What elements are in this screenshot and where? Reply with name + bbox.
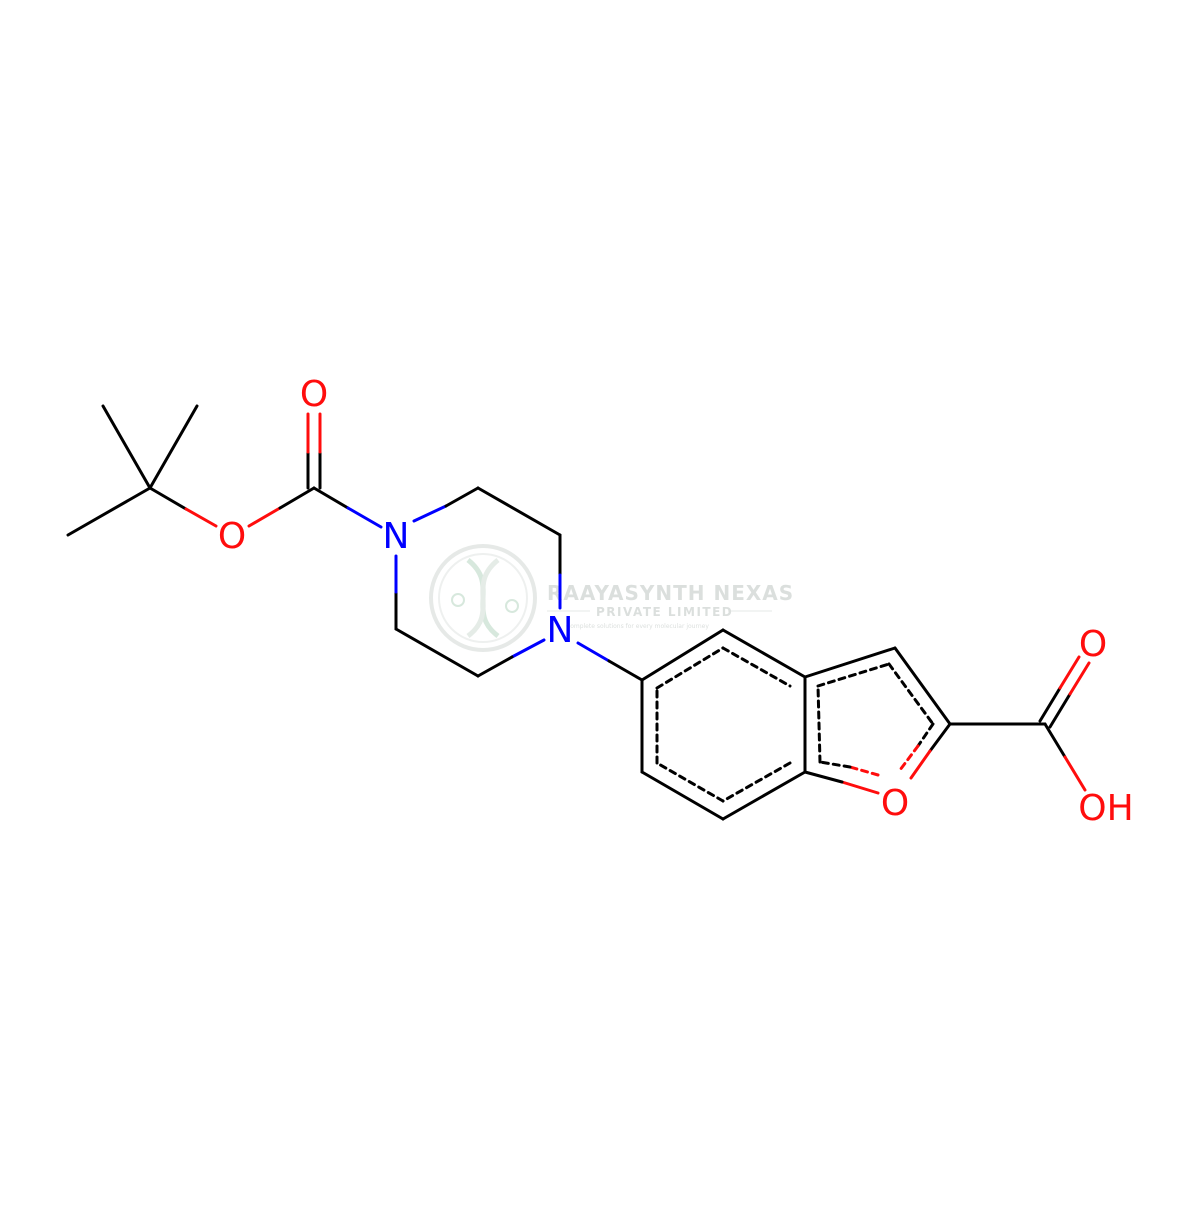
bond-fur-c3a-c3	[803, 646, 897, 679]
atom-o-ester-boc: O	[218, 516, 246, 557]
atom-labels: O O N N O O OH	[218, 374, 1134, 829]
bond-fur-arom-4-red	[848, 765, 880, 777]
bond-pip-n4-c5-black	[476, 655, 514, 678]
bond-fur-arom-5	[816, 684, 822, 764]
watermark: RAAYASYNTH NEXAS PRIVATE LIMITED Complet…	[429, 544, 794, 652]
watermark-title: RAAYASYNTH NEXAS	[547, 581, 794, 605]
bond-fur-c2-o1-black	[928, 722, 952, 753]
bond-tbu-methyl-upper-right	[148, 404, 199, 490]
bond-benz-arom-4	[655, 761, 725, 803]
bond-benz-c7-c6	[640, 770, 725, 821]
bond-cooh-co-b-red	[1068, 661, 1091, 696]
bond-benz-arom-1	[655, 646, 725, 690]
bond-cooh-oh-black	[1043, 722, 1067, 759]
bond-fur-c2-o1-red	[909, 749, 932, 780]
bond-cooh-co-a-red	[1058, 655, 1081, 690]
atom-oh-acid: OH	[1078, 788, 1133, 829]
bond-pip-n1-c2-black	[444, 486, 480, 508]
atom-o-carbonyl-boc: O	[300, 374, 328, 415]
bond-ester-o-red	[247, 506, 282, 528]
bond-n4-aryl-blue	[576, 641, 611, 663]
bond-fur-arom-1	[816, 662, 891, 688]
bond-pip-n4-c5-blue	[510, 638, 546, 659]
bond-tbu-methyl-left	[66, 486, 152, 537]
bond-benz-c4-c3a	[721, 628, 807, 679]
bond-cooh-oh-red	[1063, 755, 1087, 792]
bonds	[66, 404, 1091, 821]
bond-tbu-oxygen-red	[184, 507, 218, 528]
bond-pip-c5-c6	[394, 627, 480, 678]
bond-benz-arom-3	[721, 761, 792, 803]
atom-o-acid-carbonyl: O	[1079, 624, 1107, 665]
atom-o-furan: O	[881, 783, 909, 824]
watermark-subtitle: PRIVATE LIMITED	[596, 605, 733, 619]
bond-fur-o1-c7a-black	[803, 770, 844, 784]
watermark-tagline: Complete solutions for every molecular j…	[566, 623, 709, 630]
bond-fur-c3-c2	[893, 646, 952, 726]
bond-fur-arom-3-black	[916, 722, 935, 748]
bond-carbamate-n-blue	[346, 506, 383, 529]
bond-benz-c5-c4	[640, 628, 725, 682]
bond-carbamate-n-black	[312, 486, 350, 510]
bond-fur-o1-c7a-red	[840, 780, 880, 795]
bond-fur-arom-4-black	[818, 760, 852, 769]
bond-ester-o-black	[278, 486, 316, 510]
bond-n4-aryl-black	[607, 659, 644, 682]
bond-tbu-oxygen-black	[148, 486, 188, 511]
bond-pip-c2-c3	[476, 486, 562, 537]
bond-benz-c7a-c7	[721, 770, 807, 821]
atom-n4-piperazine: N	[547, 610, 574, 651]
bond-cooh-co-b-black	[1048, 692, 1072, 729]
bond-benz-arom-2	[721, 646, 792, 688]
bond-fur-arom-2	[887, 662, 935, 726]
atom-n1-piperazine: N	[383, 516, 410, 557]
dna-helix-icon	[429, 544, 537, 652]
bond-pip-n1-c2-blue	[412, 504, 448, 523]
bond-tbu-methyl-upper-left	[101, 404, 152, 490]
bond-cooh-co-a-black	[1038, 686, 1062, 723]
bond-fur-arom-3-red	[898, 744, 920, 772]
